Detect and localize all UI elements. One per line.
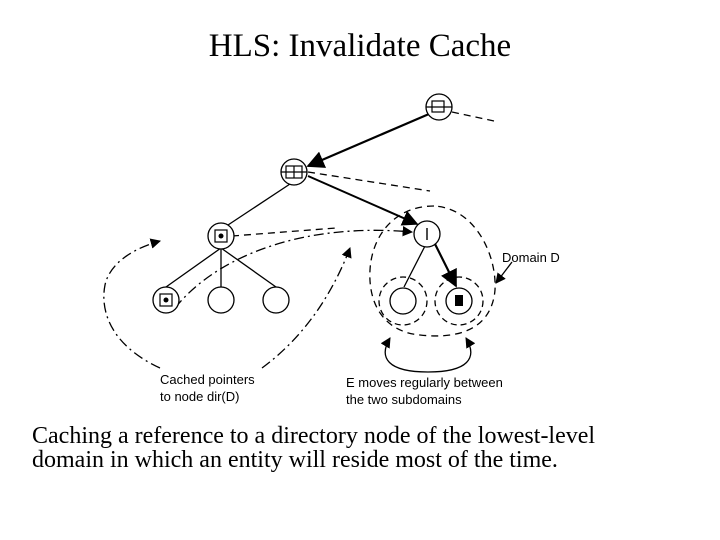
domain-d-directory-node (413, 220, 441, 248)
leaf-node (207, 286, 235, 314)
leaf-node-cached (152, 286, 180, 314)
slide-title: HLS: Invalidate Cache (208, 28, 512, 64)
subdomain-left-boundary (378, 276, 428, 326)
mid-to-domain-arrow (307, 175, 419, 226)
mid-directory-node (280, 158, 308, 186)
tree-edge (403, 245, 426, 288)
left-directory-node (207, 222, 235, 250)
e-moves-label-line2: the two subdomains (346, 392, 462, 407)
slide-caption: Caching a reference to a directory node … (32, 423, 596, 473)
subdomain-left-node (389, 287, 417, 315)
e-movement-arrow (380, 337, 476, 373)
dashed-pointer-mid (307, 171, 431, 192)
cached-pointer-curve (174, 225, 414, 309)
subdomain-right-boundary (434, 276, 484, 326)
tree-edge (220, 247, 277, 288)
root-directory-node (425, 93, 453, 121)
dashed-pointer-root (451, 111, 495, 122)
domain-d-label: Domain D (502, 250, 560, 265)
cached-pointers-label-line2: to node dir(D) (160, 389, 239, 404)
tree-edge (227, 183, 291, 226)
domain-label-arrow (495, 261, 513, 284)
domain-to-leaf-arrow (434, 243, 457, 288)
dashed-pointer-left (231, 227, 337, 237)
e-moves-label-line1: E moves regularly between (346, 375, 503, 390)
domain-d-boundary (369, 205, 496, 337)
leaf-node (262, 286, 290, 314)
tree-edge (165, 247, 222, 288)
root-to-mid-arrow (306, 112, 430, 168)
hierarchy-diagram: Domain D Cached pointers to node dir(D) … (103, 93, 560, 407)
cached-pointers-label-line1: Cached pointers (160, 372, 255, 387)
subdomain-right-node (445, 287, 473, 315)
cached-pointer-curve (103, 238, 162, 369)
